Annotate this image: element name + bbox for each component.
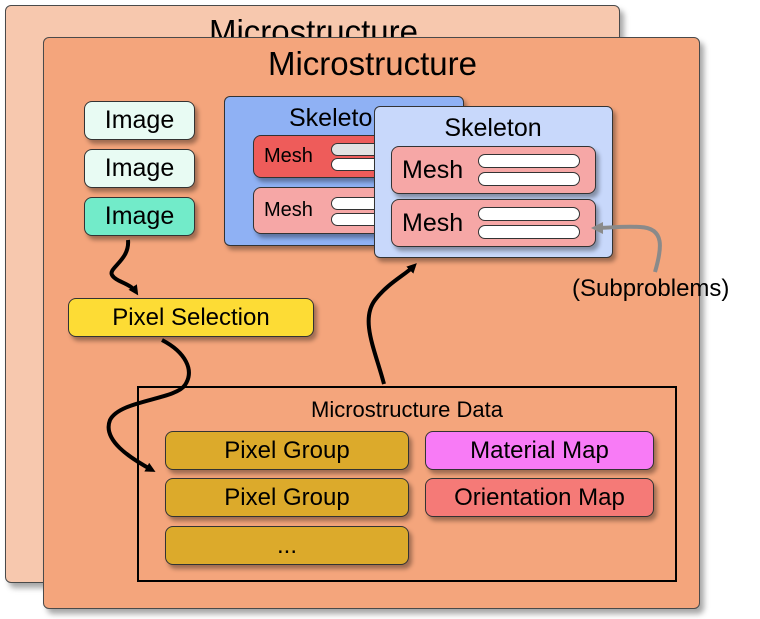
- subproblem-pill: [478, 154, 580, 168]
- image-box-selected[interactable]: Image: [84, 197, 195, 236]
- mesh-label: Mesh: [264, 145, 313, 167]
- mesh-label: Mesh: [402, 155, 464, 184]
- orientation-map-box[interactable]: Orientation Map: [425, 478, 654, 517]
- mesh-label: Mesh: [402, 208, 464, 237]
- pixel-selection-box[interactable]: Pixel Selection: [68, 298, 314, 337]
- pixel-group-box[interactable]: Pixel Group: [165, 431, 409, 470]
- skeleton-front-title: Skeleton: [444, 114, 542, 142]
- skeleton-back-title: Skeleton: [289, 104, 387, 132]
- subproblems-label: (Subproblems): [572, 275, 730, 302]
- back-microstructure-title: Microstructure: [208, 14, 419, 40]
- mesh-box[interactable]: Mesh: [391, 199, 596, 247]
- pixel-group-more-box[interactable]: ...: [165, 526, 409, 565]
- front-microstructure-title: Microstructure: [267, 45, 478, 82]
- image-box[interactable]: Image: [84, 101, 195, 140]
- mesh-box[interactable]: Mesh: [391, 146, 596, 194]
- mesh-label: Mesh: [264, 199, 313, 221]
- skeleton-front-panel[interactable]: Skeleton Mesh Mesh: [374, 106, 613, 258]
- microstructure-data-title: Microstructure Data: [311, 397, 503, 422]
- subproblem-pill: [478, 172, 580, 186]
- image-box[interactable]: Image: [84, 149, 195, 188]
- subproblem-pill: [478, 225, 580, 239]
- pixel-group-box[interactable]: Pixel Group: [165, 478, 409, 517]
- subproblem-pill: [478, 207, 580, 221]
- material-map-box[interactable]: Material Map: [425, 431, 654, 470]
